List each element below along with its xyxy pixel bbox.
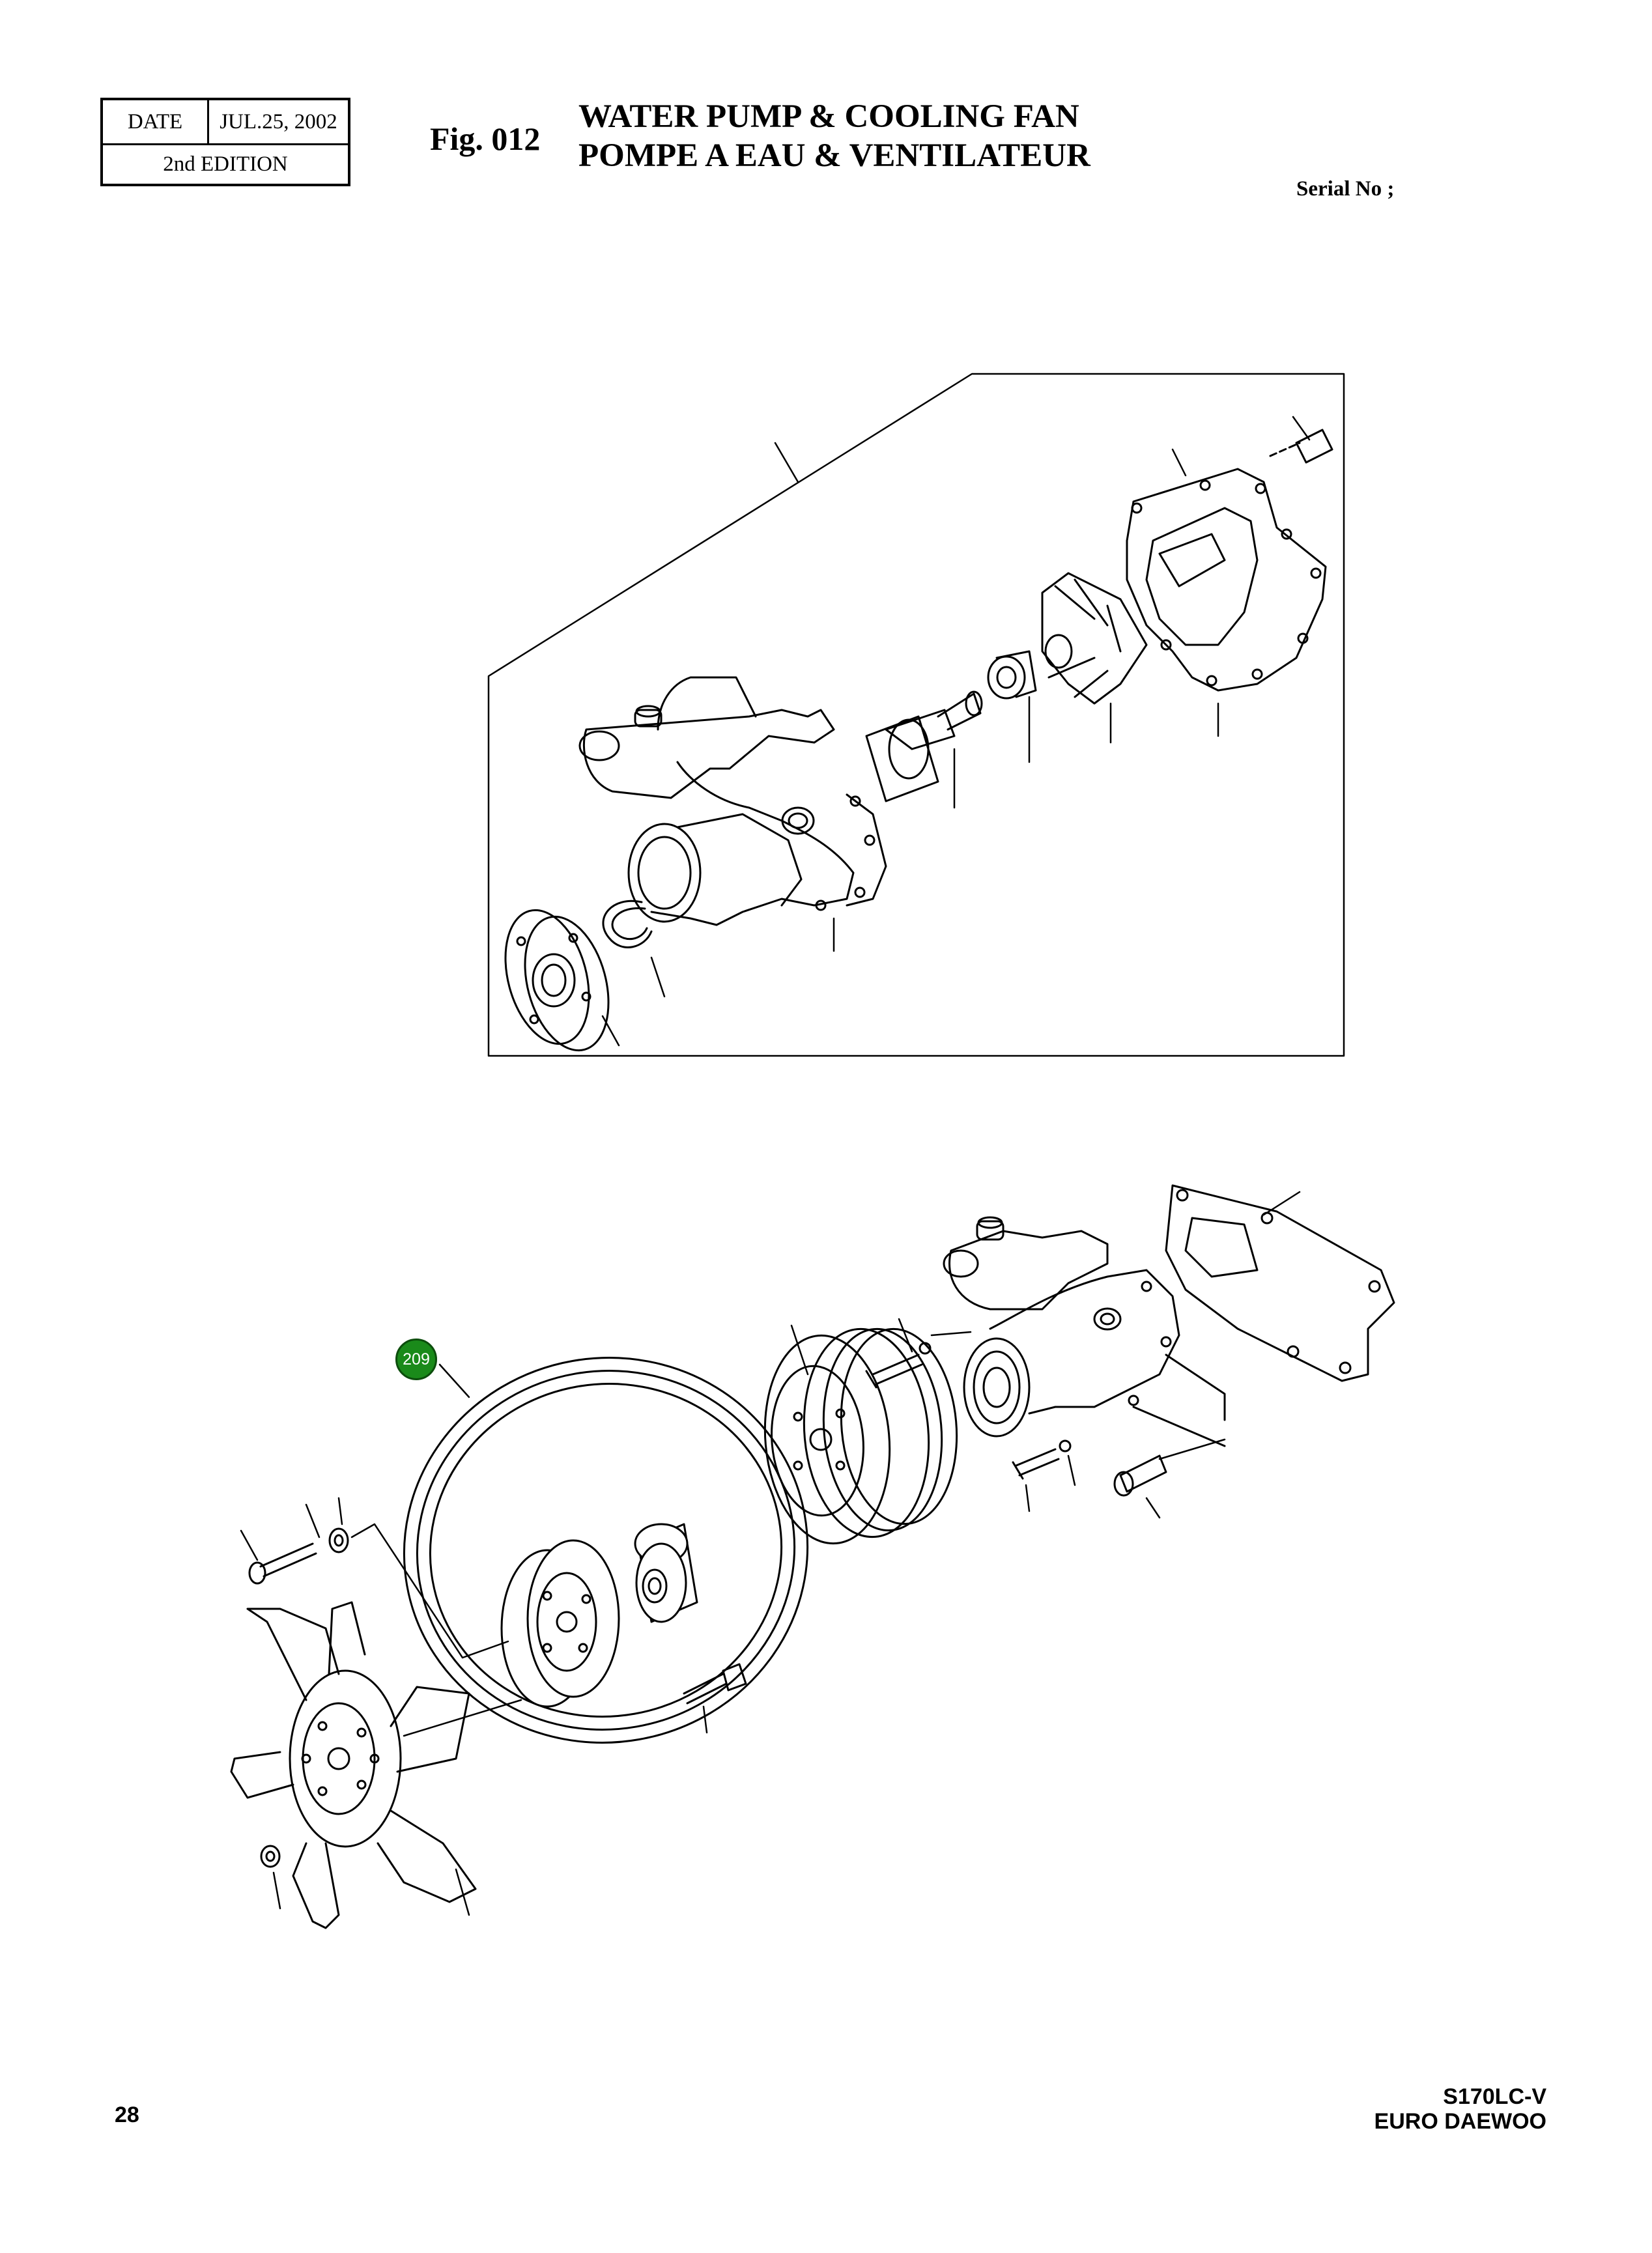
page-title-french: POMPE A EAU & VENTILATEUR <box>578 137 1090 174</box>
page-number: 28 <box>115 2103 139 2127</box>
part-callout-209[interactable]: 209 <box>395 1339 437 1380</box>
snap-ring-detail <box>602 900 666 998</box>
pump-pulley <box>763 1324 958 1545</box>
date-label: DATE <box>103 100 209 143</box>
water-pump-assembly <box>943 1216 1226 1447</box>
page-title-english: WATER PUMP & COOLING FAN <box>578 98 1079 135</box>
model-info: S170LC-V EURO DAEWOO <box>1374 2084 1546 2134</box>
water-pump-housing-detail <box>578 676 887 952</box>
fan-nut <box>260 1845 281 1910</box>
fan-bolt-washer <box>240 1497 509 1659</box>
date-row: DATE JUL.25, 2002 <box>103 100 348 145</box>
manufacturer-name: EURO DAEWOO <box>1374 2109 1546 2134</box>
impeller-detail <box>1041 572 1148 744</box>
edition-label: 2nd EDITION <box>163 152 288 176</box>
mechanical-seal-detail <box>987 650 1037 763</box>
fan-hub <box>500 1539 620 1708</box>
figure-number: Fig. 012 <box>430 120 541 157</box>
model-name: S170LC-V <box>1443 2084 1546 2109</box>
date-box: DATE JUL.25, 2002 2nd EDITION <box>100 98 350 186</box>
bolt-top-detail <box>1269 416 1333 464</box>
serial-number-label: Serial No ; <box>1296 177 1395 201</box>
v-belt <box>403 1357 809 1744</box>
pump-bolts <box>865 1318 1226 1519</box>
pulley-flange-detail <box>504 909 620 1052</box>
pump-cover-gasket-detail <box>1126 448 1327 737</box>
hub-bolt <box>683 1663 747 1734</box>
mounting-gasket <box>1165 1184 1395 1382</box>
pump-shaft-detail <box>865 690 983 809</box>
detail-inset <box>487 373 1345 1057</box>
cooling-fan <box>230 1601 522 1929</box>
date-value: JUL.25, 2002 <box>220 109 337 134</box>
spacer <box>634 1523 698 1623</box>
